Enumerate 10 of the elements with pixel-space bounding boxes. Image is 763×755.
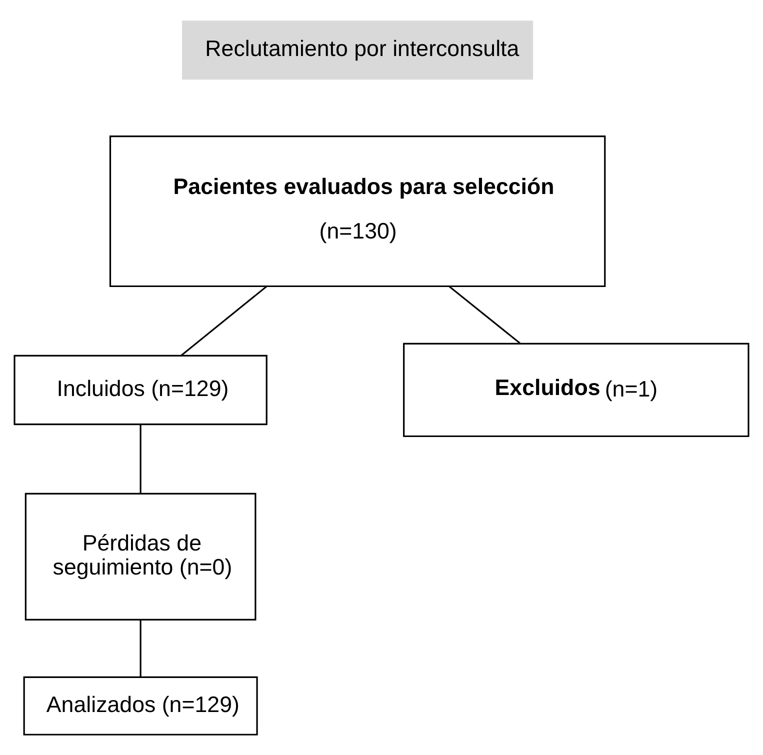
connector <box>140 619 142 677</box>
connector <box>448 285 521 344</box>
connector <box>140 424 142 494</box>
node-box: Pacientes evaluados para selección (n=130) <box>109 134 606 287</box>
connector <box>180 285 268 356</box>
node-box: Pérdidas de seguimiento (n=0) <box>24 492 256 620</box>
node-box: Reclutamiento por interconsulta <box>182 20 534 80</box>
node-box: Incluidos (n=129) <box>14 354 268 425</box>
node-box: Excluidos (n=1) <box>403 342 750 437</box>
node-box: Analizados (n=129) <box>23 676 258 735</box>
